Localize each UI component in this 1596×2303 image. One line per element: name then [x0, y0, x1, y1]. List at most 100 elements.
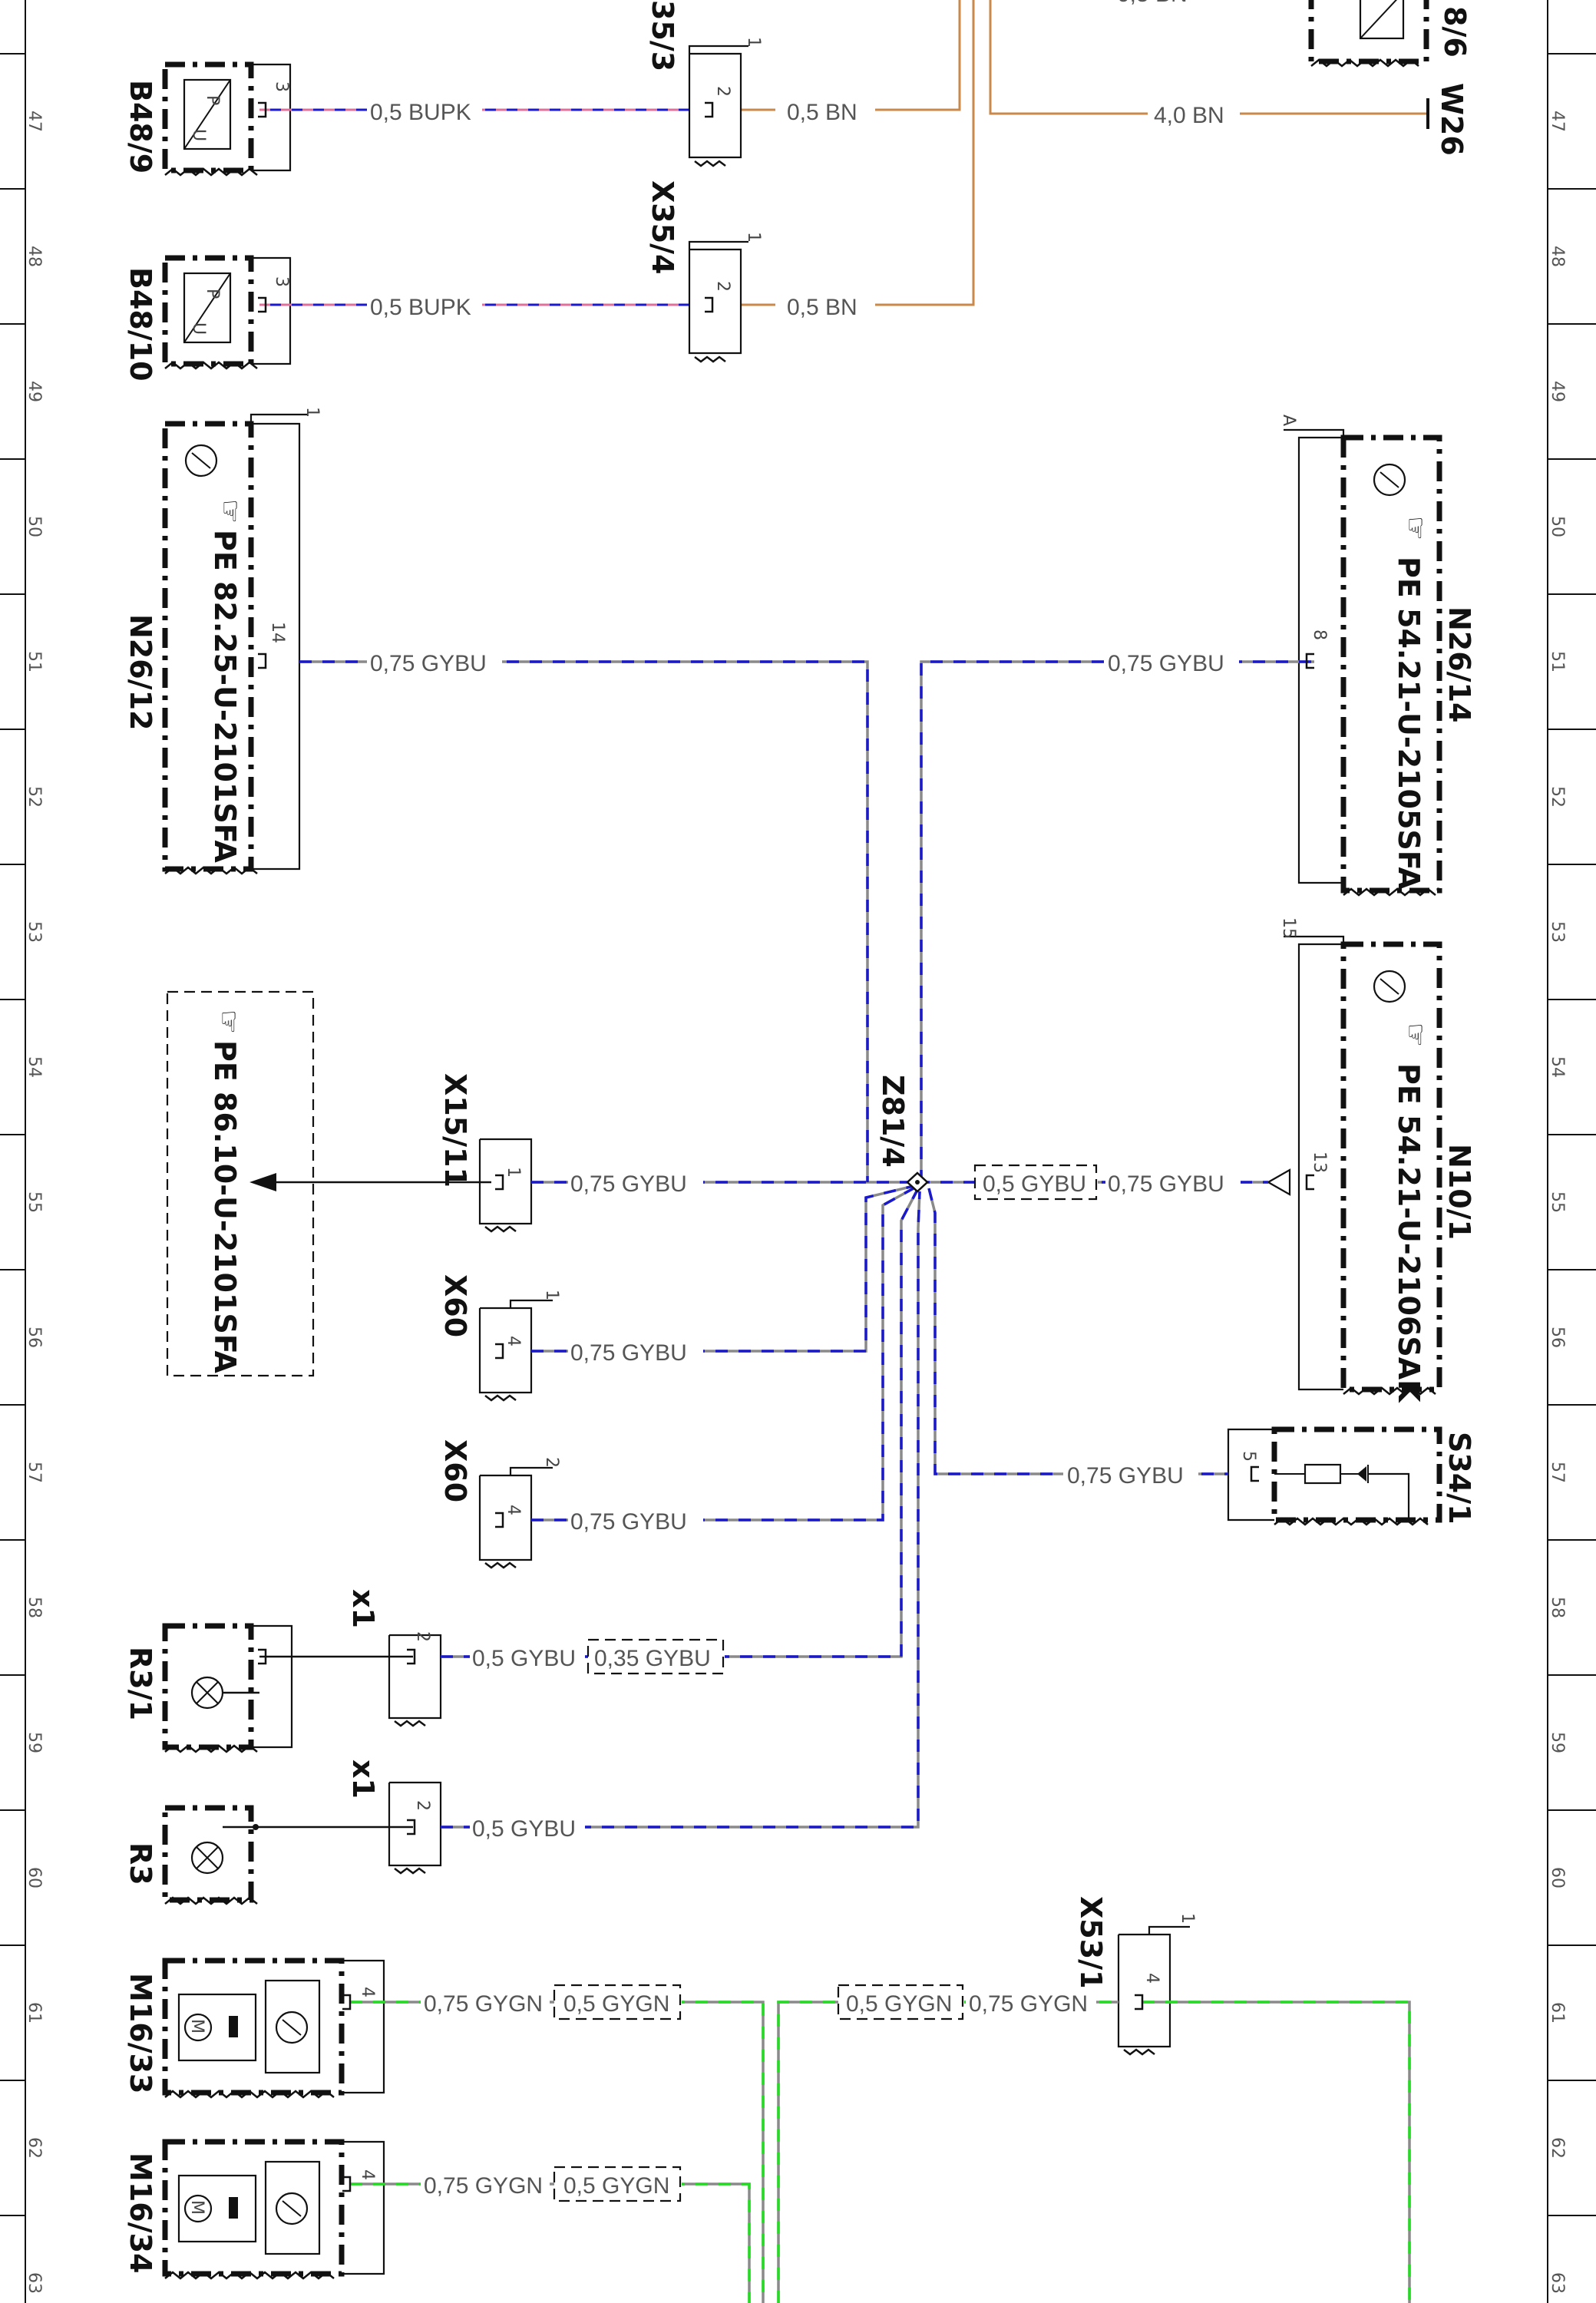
row-num-53-left: 53: [25, 921, 44, 943]
n10-1-transistor-icon: [1373, 970, 1406, 1003]
n26-14-pin: 8: [1310, 629, 1329, 640]
pe-86-label: PE 86.10-U-2101SFA: [208, 1040, 242, 1373]
connector-x35-4: 1 2 X35/4: [646, 180, 763, 355]
wire-label-m16-33-a: 0,75 GYGN: [424, 1991, 543, 2017]
component-n10-1: ☞ PE 54.21-U-2106SAK 15 13 N10/1: [1266, 917, 1476, 1403]
row-num-57-left: 57: [25, 1462, 44, 1483]
x35-3-top-pin: 1: [744, 37, 763, 48]
row-num-61-left: 61: [25, 2002, 44, 2024]
w26-label: W26: [1435, 83, 1469, 156]
x60-b-top-pin: 2: [542, 1457, 561, 1468]
gybu-wires: [299, 660, 1314, 1829]
x60-a-top-pin: 1: [542, 1290, 561, 1300]
connector-x1-a: 2 x1: [259, 1589, 442, 1720]
n10-1-ref-label: PE 54.21-U-2106SAK: [1392, 1063, 1426, 1403]
b48-10-label: B48/10: [124, 267, 157, 382]
b48-9-label: B48/9: [124, 80, 157, 173]
b48-9-u-glyph: U: [189, 129, 208, 141]
x15-11-pin: 1: [504, 1167, 523, 1178]
row-num-55-right: 55: [1548, 1191, 1567, 1213]
x35-3-pin: 2: [713, 86, 732, 97]
wire-label-r3: 0,5 GYBU: [472, 1816, 576, 1842]
b48-10-u-glyph: U: [189, 322, 208, 335]
row-num-63-left: 63: [25, 2272, 44, 2294]
x53-1-pin: 4: [1142, 1973, 1161, 1984]
wire-label-n10-1-a: 0,5 GYBU: [983, 1171, 1086, 1197]
wire-label-x53-1-b: 0,75 GYGN: [969, 1991, 1088, 2017]
component-b48-9: P U 3 B48/9: [124, 61, 292, 173]
row-num-51-left: 51: [25, 651, 44, 672]
row-num-56-right: 56: [1548, 1327, 1567, 1348]
x35-3-label: 35/3: [646, 0, 679, 71]
b48-10-p-glyph: P: [203, 289, 222, 299]
row-num-48-right: 48: [1548, 246, 1567, 267]
n26-12-hand-icon: ☞: [214, 499, 246, 524]
r3-label: R3: [124, 1842, 157, 1885]
connector-x60-a: 1 4 X60: [438, 1274, 561, 1394]
row-num-54-left: 54: [25, 1056, 44, 1078]
wire-label-x35-3-out: 0,5 BN: [787, 100, 857, 125]
x1-a-label: x1: [346, 1589, 380, 1628]
row-num-63-right: 63: [1548, 2272, 1567, 2294]
x60-b-label: X60: [438, 1439, 472, 1502]
n26-12-label: N26/12: [124, 614, 157, 730]
row-num-61-right: 61: [1548, 2002, 1567, 2024]
row-num-50-right: 50: [1548, 516, 1567, 537]
b48-9-pin: 3: [272, 81, 291, 92]
component-n26-14: ☞ PE 54.21-U-2105SFA A 8 N26/14: [1279, 415, 1476, 894]
component-r3-1: R3/1: [124, 1623, 293, 1750]
wire-label-b48-9: 0,5 BUPK: [370, 100, 471, 125]
wire-label-x60-a: 0,75 GYBU: [570, 1340, 687, 1366]
wire-label-m16-34-b: 0,5 GYGN: [563, 2173, 669, 2199]
n26-12-pin: 14: [268, 622, 287, 643]
wire-label-b48-10: 0,5 BUPK: [370, 295, 471, 320]
m16-33-transistor-icon: [275, 2011, 309, 2044]
pin-terminals: [258, 101, 1314, 2192]
connector-wave-lines: [164, 58, 1436, 2280]
x53-1-top-pin: 1: [1178, 1913, 1197, 1924]
x1-b-label: x1: [346, 1759, 380, 1799]
row-numbers-left: 47 48 49 50 51 52 53 54 55 56 57 58 59 6…: [25, 111, 44, 2294]
x53-1-label: X53/1: [1074, 1896, 1108, 1991]
m16-34-motor-icon: [183, 2194, 213, 2223]
row-num-52-right: 52: [1548, 786, 1567, 808]
row-num-54-right: 54: [1548, 1056, 1567, 1078]
x1-b-pin: 2: [413, 1800, 432, 1811]
wire-label-w26-text: 4,0 BN: [1154, 103, 1224, 128]
row-num-56-left: 56: [25, 1327, 44, 1348]
row-num-58-right: 58: [1548, 1597, 1567, 1618]
row-numbers-right: 47 48 49 50 51 52 53 54 55 56 57 58 59 6…: [1548, 111, 1567, 2294]
n10-1-connector-arrow-icon: [1266, 1168, 1291, 1196]
row-num-50-left: 50: [25, 516, 44, 537]
row-num-47-left: 47: [25, 111, 44, 132]
wire-label-n26-12: 0,75 GYBU: [370, 651, 487, 676]
row-num-53-right: 53: [1548, 921, 1567, 943]
row-num-47-right: 47: [1548, 111, 1567, 132]
n26-14-transistor-icon: [1373, 463, 1406, 497]
n26-12-top-pin: 1: [302, 407, 322, 418]
wire-label-m16-34-a: 0,75 GYGN: [424, 2173, 543, 2199]
x1-a-pin: 2: [413, 1631, 432, 1642]
row-num-59-left: 59: [25, 1732, 44, 1753]
pe-86-hand-icon: ☞: [213, 1009, 244, 1034]
x60-a-pin: 4: [504, 1336, 523, 1346]
m16-33-pin: 4: [358, 1987, 377, 1997]
x35-4-pin: 2: [713, 281, 732, 292]
gygn-wire-labels: 0,75 GYGN 0,5 GYGN 0,75 GYGN 0,5 GYGN 0,…: [421, 1984, 1096, 2202]
n10-1-pin: 13: [1310, 1152, 1329, 1173]
wire-label-r3-1-a: 0,5 GYBU: [472, 1646, 576, 1671]
wire-label-x53-1-a: 0,5 GYGN: [846, 1991, 952, 2017]
x15-11-label: X15/11: [438, 1073, 472, 1188]
wire-label-x15-11: 0,75 GYBU: [570, 1171, 687, 1197]
s34-1-label: S34/1: [1442, 1432, 1476, 1525]
m16-34-pin: 4: [358, 2169, 377, 2180]
row-ticks: [0, 53, 1596, 2216]
row-num-55-left: 55: [25, 1191, 44, 1213]
s34-1-pin: 5: [1239, 1451, 1258, 1462]
wire-x35-3-bn: [741, 0, 961, 111]
row-num-49-left: 49: [25, 381, 44, 402]
x35-4-label: X35/4: [646, 180, 679, 275]
gybu-wire-labels: 0,75 GYBU 0,75 GYBU 0,75 GYBU 0,5 GYBU 0…: [367, 646, 1241, 1842]
wire-label-r3-1-b: 0,35 GYBU: [594, 1646, 711, 1671]
